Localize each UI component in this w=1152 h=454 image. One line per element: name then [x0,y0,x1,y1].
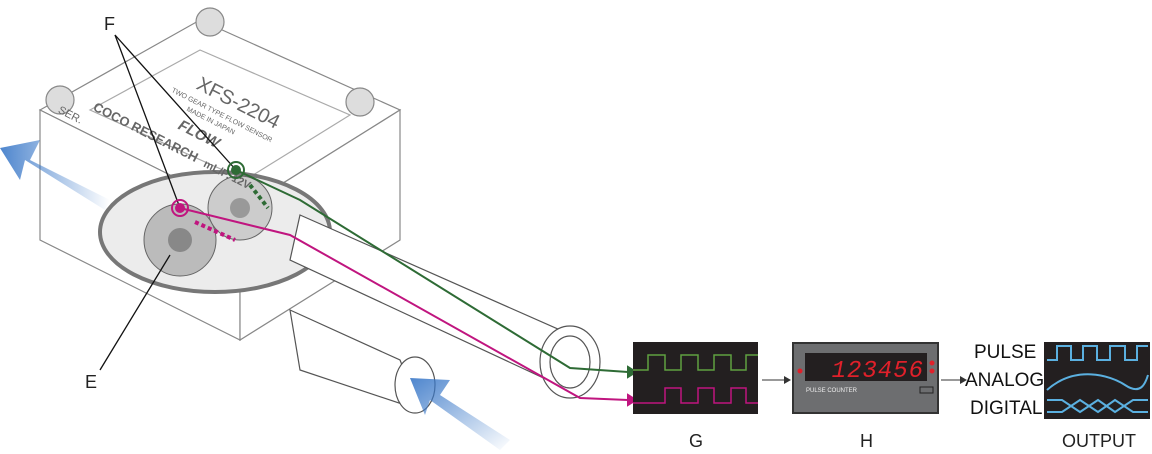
cable [289,214,601,399]
green-signal-wire [227,161,638,379]
magenta-signal-wire [171,199,638,407]
output-analog: ANALOG [965,370,1045,391]
inflow-arrow [0,140,110,210]
output-scope [1044,342,1150,419]
label-h: H [860,431,873,451]
leader-lines [99,34,237,371]
output-pulse: PULSE [974,342,1037,363]
counter-caption: PULSE COUNTER [806,388,858,394]
signal-scope-g [633,342,758,414]
label-f: F [104,14,115,34]
output-digital: DIGITAL [970,398,1043,419]
label-e: E [85,372,98,392]
label-output: OUTPUT [1062,431,1136,451]
label-g: G [689,431,704,451]
counter-display: 123456 [832,358,924,385]
outlet-port [289,308,436,414]
pulse-counter-h: 123456 PULSE COUNTER [792,342,939,414]
inflow-arrow-bottom [410,378,510,450]
